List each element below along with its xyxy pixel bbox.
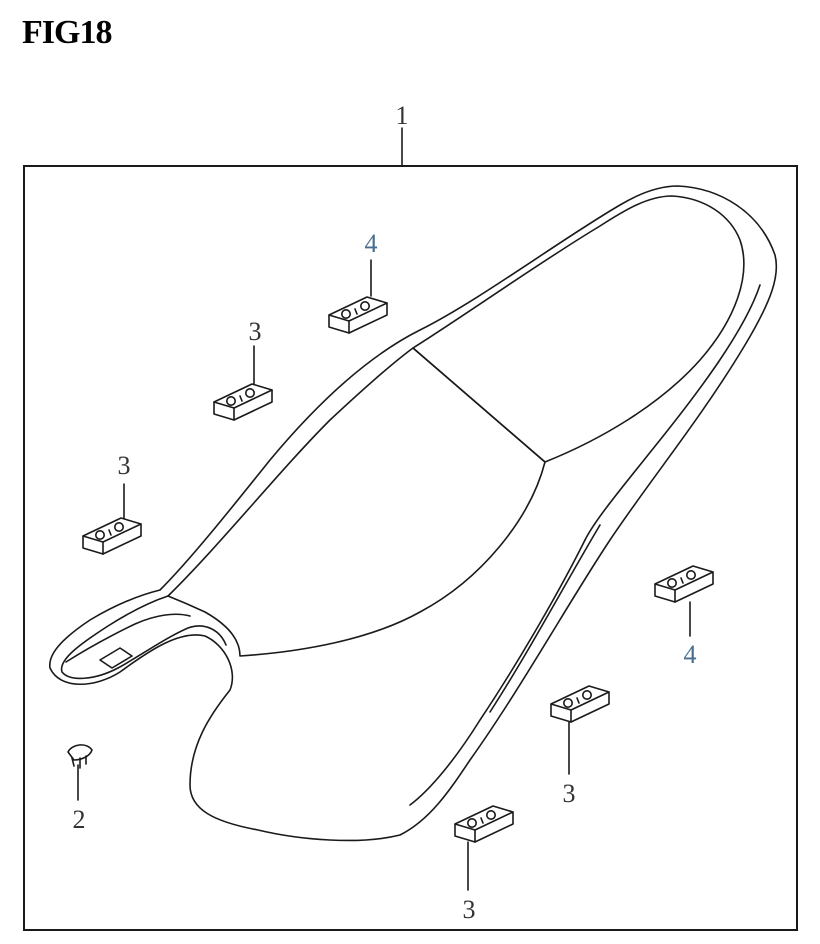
figure-title: FIG18 xyxy=(22,14,112,51)
callout-screw: 2 xyxy=(73,805,86,834)
callout-clip-f: 4 xyxy=(684,640,697,669)
clip-block-b xyxy=(82,517,142,555)
screw-part xyxy=(67,744,93,801)
callout-clip-e: 4 xyxy=(365,229,378,258)
clip-block-d xyxy=(454,805,514,843)
diagram-frame xyxy=(23,165,798,931)
clip-block-c xyxy=(550,685,610,723)
clip-block-e xyxy=(328,296,388,334)
clip-block-a xyxy=(213,383,273,421)
callout-clip-c: 3 xyxy=(563,779,576,808)
callout-clip-d: 3 xyxy=(463,895,476,924)
seat-assembly xyxy=(49,185,778,842)
clip-block-f xyxy=(654,565,714,603)
callout-clip-a: 3 xyxy=(249,317,262,346)
callout-clip-b: 3 xyxy=(118,451,131,480)
callout-seat: 1 xyxy=(396,101,409,130)
